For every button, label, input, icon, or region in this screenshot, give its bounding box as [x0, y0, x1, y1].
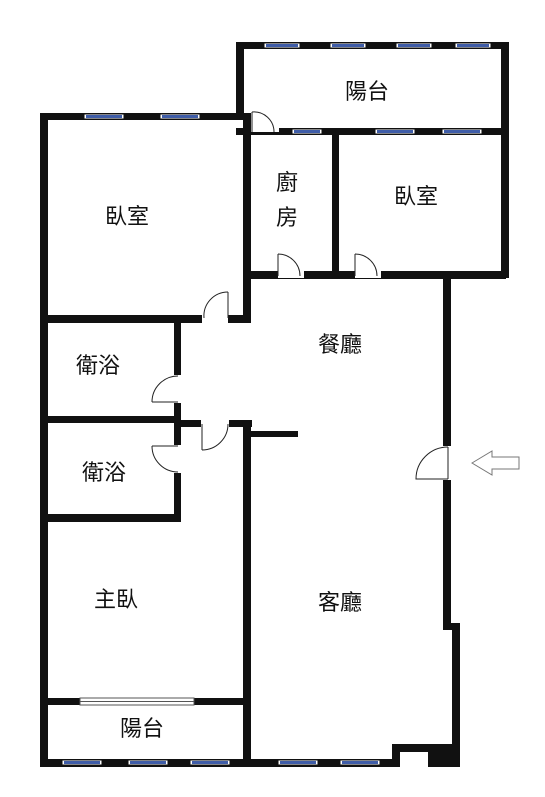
room-label-bedroom-right: 臥室	[394, 185, 438, 210]
doors	[151, 111, 454, 480]
room-label-balcony-bottom: 陽台	[120, 717, 164, 742]
room-label-bath-upper: 衛浴	[76, 354, 120, 379]
room-label-balcony-top: 陽台	[345, 80, 389, 105]
room-label-kitchen-2: 房	[276, 206, 298, 231]
room-label-dining: 餐廳	[318, 333, 362, 358]
room-label-master-bedroom: 主臥	[94, 588, 138, 613]
room-label-bedroom-left: 臥室	[105, 205, 149, 230]
windows	[61, 42, 492, 766]
room-label-living: 客廳	[318, 591, 362, 616]
walls	[40, 42, 509, 767]
room-label-bath-lower: 衛浴	[82, 461, 126, 486]
entrance-arrow-icon	[471, 450, 520, 476]
room-label-kitchen-1: 廚	[276, 171, 298, 196]
